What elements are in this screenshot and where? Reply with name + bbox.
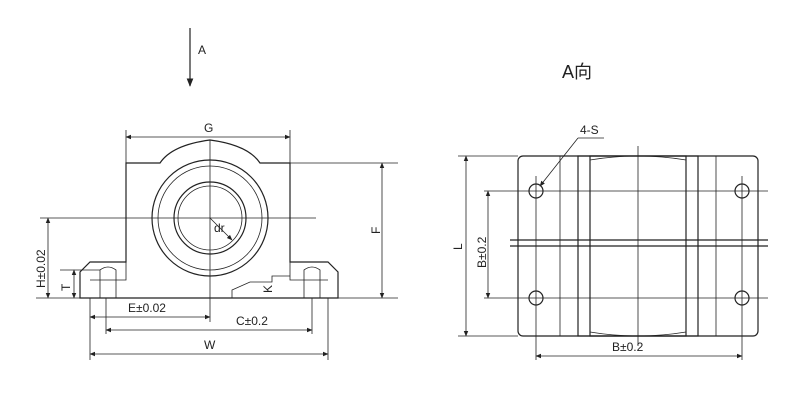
f-label: F: [369, 227, 383, 234]
h-label: H±0.02: [34, 249, 48, 288]
hole-top-left: [528, 183, 544, 199]
view-arrow-label: A: [198, 43, 206, 57]
b-horizontal-label: B±0.2: [612, 340, 644, 354]
hole-bottom-left: [528, 290, 544, 306]
c-label: C±0.2: [236, 314, 268, 328]
k-notch: [231, 275, 290, 298]
w-label: W: [204, 338, 216, 352]
side-view-title: A向: [562, 62, 592, 82]
base-step: [90, 262, 127, 281]
t-label: T: [59, 283, 73, 291]
bolt-lug-right: [303, 266, 321, 298]
g-label: G: [204, 121, 213, 135]
front-view: A dr G F H±0.02: [34, 28, 398, 360]
radius-leader: [209, 217, 233, 241]
side-view: A向 4-S L B±: [451, 62, 768, 360]
bolt-lug-left: [99, 266, 117, 298]
l-label: L: [451, 243, 465, 250]
holes-label: 4-S: [580, 123, 599, 137]
holes-leader: [539, 137, 579, 187]
housing-outline: [79, 139, 339, 299]
b-vertical-label: B±0.2: [475, 236, 489, 268]
hole-bottom-right: [734, 290, 750, 306]
radius-label: dr: [214, 221, 225, 235]
k-label: K: [261, 285, 275, 293]
base-step-right: [289, 262, 328, 281]
e-label: E±0.02: [128, 301, 166, 315]
hole-top-right: [734, 183, 750, 199]
